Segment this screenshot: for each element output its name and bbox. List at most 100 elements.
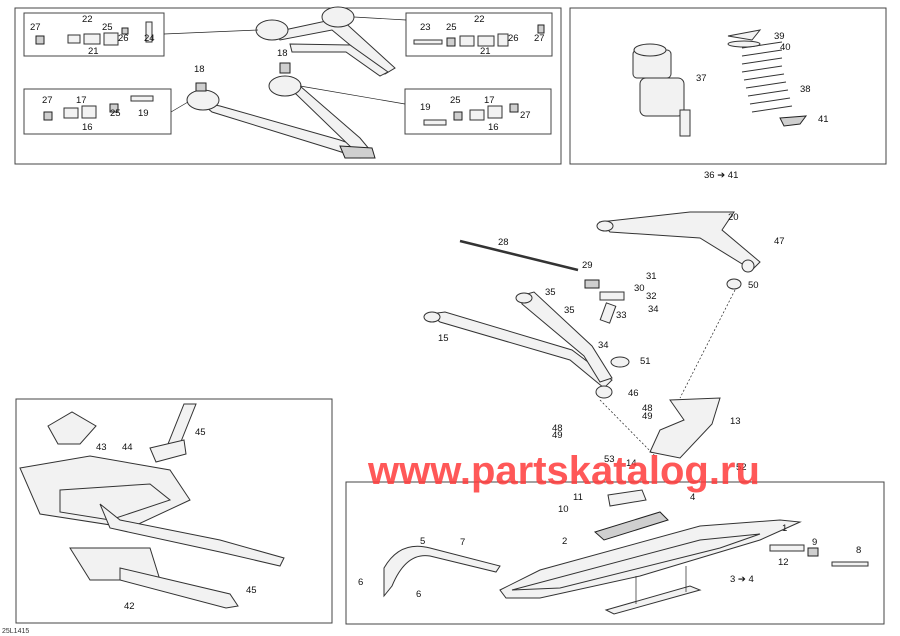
- callout-tl-box3-3: 19: [138, 108, 149, 119]
- callout-tl-box1-0: 27: [30, 22, 41, 33]
- callout-tl-loose-1: 18: [277, 48, 288, 59]
- stabilizer-rod: [459, 239, 579, 272]
- upper-arms-panel: [14, 7, 562, 165]
- callout-tl-box3-2: 25: [110, 108, 121, 119]
- callout-tl-box1-2: 25: [102, 22, 113, 33]
- callout-arm-15: 46: [628, 388, 639, 399]
- ski-bolt-drawing: [769, 544, 869, 567]
- callout-tl-box2-3: 26: [508, 33, 519, 44]
- callout-arm-9: 33: [616, 310, 627, 321]
- callout-arm-3: 29: [582, 260, 593, 271]
- frame-location-panel: [15, 398, 333, 624]
- ski-handle-drawing: [383, 545, 501, 598]
- callout-arm-7: 32: [646, 291, 657, 302]
- callout-tl-box3-0: 27: [42, 95, 53, 106]
- ski-range-note: 3 ➔ 4: [730, 574, 754, 585]
- document-id: 25L1415: [2, 628, 29, 635]
- callout-frame-box-2: 45: [195, 427, 206, 438]
- callout-arm-14: 51: [640, 356, 651, 367]
- callout-ski-0: 11: [573, 492, 583, 503]
- callout-shock-1: 40: [780, 42, 791, 53]
- hardware-box4-parts: [423, 103, 519, 126]
- callout-frame-box-1: 44: [122, 442, 133, 453]
- hardware-box-top-left: [23, 12, 165, 57]
- hardware-box1-parts: [35, 21, 153, 46]
- upper-a-arm-drawing: [255, 6, 396, 77]
- spindle-axis-dashed: [679, 289, 736, 399]
- callout-arm-8: 35: [564, 305, 575, 316]
- hardware-box3-parts: [43, 95, 154, 121]
- callout-shock-3: 38: [800, 84, 811, 95]
- callout-arm-1: 47: [774, 236, 785, 247]
- callout-tl-box1-4: 24: [144, 33, 155, 44]
- callout-ski-8: 8: [856, 545, 861, 556]
- callout-arm-0: 20: [728, 212, 739, 223]
- callout-ski-3: 1: [782, 523, 787, 534]
- frame-location-drawing: [19, 403, 285, 609]
- callout-arm-6: 35: [545, 287, 556, 298]
- callout-arm-11: 50: [748, 280, 759, 291]
- callout-arm-23: 52: [736, 462, 747, 473]
- callout-arm-17: 49: [642, 411, 653, 422]
- callout-tl-box2-1: 25: [446, 22, 457, 33]
- callout-ski-7: 9: [812, 537, 817, 548]
- callout-shock-0: 39: [774, 31, 785, 42]
- hardware-box-bottom-right: [404, 88, 552, 135]
- ski-panel: [345, 481, 885, 625]
- callout-tl-box2-4: 27: [534, 33, 545, 44]
- callout-ski-6: 7: [460, 537, 465, 548]
- lower-a-arm-drawing: [186, 75, 376, 159]
- callout-arm-16: 48: [642, 403, 653, 414]
- callout-arm-22: 14: [626, 458, 637, 469]
- callout-frame-box-0: 43: [96, 442, 107, 453]
- callout-tl-box4-0: 19: [420, 102, 431, 113]
- washer-18-left: [195, 82, 207, 92]
- lower-arm-main-drawing: [423, 291, 613, 389]
- callout-arm-12: 15: [438, 333, 449, 344]
- callout-tl-box4-1: 25: [450, 95, 461, 106]
- hardware-box-top-right: [405, 12, 553, 57]
- callout-ski-5: 5: [420, 536, 425, 547]
- callout-ski-1: 4: [690, 492, 695, 503]
- callout-arm-10: 34: [648, 304, 659, 315]
- callout-tl-box3-4: 16: [82, 122, 93, 133]
- callout-arm-4: 31: [646, 271, 657, 282]
- callout-ski-4: 2: [562, 536, 567, 547]
- shock-panel: [569, 7, 887, 165]
- callout-tl-box1-3: 26: [118, 33, 129, 44]
- callout-tl-box4-3: 27: [520, 110, 531, 121]
- callout-ski-9: 12: [778, 557, 789, 568]
- callout-tl-box2-5: 21: [480, 46, 491, 57]
- callout-shock-4: 41: [818, 114, 829, 125]
- callout-shock-2: 37: [696, 73, 707, 84]
- callout-tl-box2-2: 22: [474, 14, 485, 25]
- ski-drawing: [499, 489, 802, 615]
- callout-tl-box1-5: 21: [88, 46, 99, 57]
- hardware-box-bottom-left: [23, 88, 172, 135]
- callout-ski-10: 6: [358, 577, 363, 588]
- callout-arm-13: 34: [598, 340, 609, 351]
- callout-arm-20: 49: [552, 430, 563, 441]
- callout-ski-11: 6: [416, 589, 421, 600]
- callout-tl-box3-1: 17: [76, 95, 87, 106]
- washer-18-right: [279, 62, 291, 74]
- callout-tl-loose-0: 18: [194, 64, 205, 75]
- callout-arm-5: 30: [634, 283, 645, 294]
- callout-arm-21: 53: [604, 454, 615, 465]
- ski-axis-dashed: [599, 399, 656, 457]
- callout-frame-box-3: 45: [246, 585, 257, 596]
- shock-absorber-drawing: [632, 43, 691, 137]
- callout-tl-box1-1: 22: [82, 14, 93, 25]
- upper-arm-main-drawing: [596, 211, 761, 273]
- callout-tl-box4-2: 17: [484, 95, 495, 106]
- callout-tl-box2-0: 23: [420, 22, 431, 33]
- callout-arm-19: 48: [552, 423, 563, 434]
- hardware-box2-parts: [413, 24, 545, 47]
- callout-ski-2: 10: [558, 504, 569, 515]
- callout-tl-box4-4: 16: [488, 122, 499, 133]
- watermark-text: www.partskatalog.ru: [367, 449, 760, 493]
- spindle-drawing: [595, 278, 742, 459]
- shock-spring-drawing: [727, 29, 808, 127]
